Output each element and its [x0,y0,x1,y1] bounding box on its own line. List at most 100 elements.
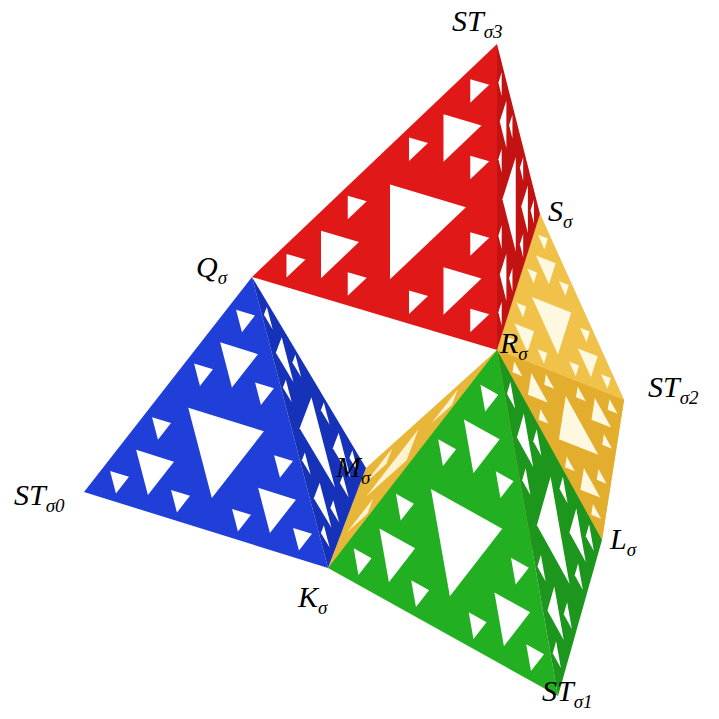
fractal-hole [264,307,273,330]
fractal-hole [498,149,501,173]
fractal-hole [536,255,556,284]
fractal-hole [538,235,548,249]
fractal-hole [531,200,534,224]
fractal-hole [516,303,526,317]
fractal-hole [444,114,482,161]
fractal-hole [580,328,590,342]
fractal-hole [409,137,428,161]
vertex-label: STσ3 [452,6,503,41]
fractal-hole [498,302,501,326]
vertex-label: Lσ [610,524,636,559]
fractal-hole [321,525,330,548]
fractal-hole [526,644,544,671]
fractal-hole [438,439,456,466]
fractal-hole [527,269,537,283]
fractal-hole [498,72,501,96]
fractal-hole [283,380,292,403]
fractal-hole [194,363,213,386]
fractal-hole [110,471,129,494]
fractal-hole [511,558,529,585]
fractal-hole [500,253,507,300]
fractal-hole [321,403,330,426]
fractal-hole [578,348,598,377]
fractal-hole [494,593,530,647]
fractal-hole [564,602,572,629]
fractal-hole [539,409,549,424]
vertex-label: Qσ [196,252,227,287]
fractal-hole [348,196,367,220]
tetra-face [252,44,497,350]
fractal-hole [274,455,293,478]
fractal-hole [569,362,579,376]
fractal-hole [276,337,294,382]
fractal-hole [354,548,372,575]
fractal-hole [537,477,570,584]
fractal-hole [431,489,502,596]
fractal-hole [396,494,414,521]
fractal-hole [379,529,415,583]
fractal-hole [591,398,611,427]
fractal-hole [469,612,487,639]
fractal-hole [470,79,489,103]
fractal-hole [171,490,190,513]
vertex-label: STσ1 [542,676,593,711]
fractal-hole [321,231,359,278]
vertex-label: STσ0 [14,480,65,515]
fractal-hole [533,429,541,456]
fractal-hole [608,399,618,414]
fractal-hole [559,281,569,295]
fractal-hole [507,382,515,409]
fractal-hole [258,488,296,533]
fractal-hole [509,115,512,139]
fractal-hole [314,483,332,528]
fractal-hole [444,267,482,314]
fractal-hole [553,641,561,668]
fractal-hole [220,342,258,387]
fractal-hole [591,504,601,519]
fractal-hole [547,586,563,640]
fractal-hole [464,420,500,474]
fractal-hole [498,225,501,249]
fractal-hole [330,500,339,523]
fractal-hole [470,232,489,256]
vertex-label: Kσ [298,582,327,617]
fractal-hole [569,508,585,562]
fractal-hole [537,555,545,582]
fractal-hole [287,254,306,278]
fractal-hole [602,434,612,449]
fractal-hole [236,310,255,333]
fractal-hole [390,185,466,280]
fractal-hole [576,386,586,401]
fractal-hole [522,468,530,495]
fractal-hole [470,156,489,180]
tetra-face [497,44,540,350]
fractal-hole [255,382,274,405]
fractal-hole [544,374,554,389]
fractal-hole [528,373,548,402]
fractal-hole [575,563,583,590]
vertex-label: Rσ [500,328,528,363]
tetra-face [497,350,602,696]
fractal-hole [565,456,575,471]
fractal-hole [496,471,514,498]
fractal-hole [520,157,523,181]
fractal-hole [152,417,171,440]
fractal-hole [480,385,498,412]
fractal-hole [559,477,567,504]
fractal-hole [580,468,600,497]
fractal-hole [300,397,335,487]
fractal-hole [292,355,301,378]
vertex-label: Sσ [548,196,572,231]
fractal-hole [521,185,528,232]
fractal-hole [470,309,489,333]
fractal-hole [136,450,174,495]
tetra-face [252,277,366,568]
fractal-hole [586,524,594,551]
fractal-hole [520,234,523,258]
fractal-hole [293,528,312,551]
fractal-hole [597,469,607,484]
fractal-hole [302,453,311,476]
fractal-hole [232,509,251,532]
vertex-label: STσ2 [648,372,699,407]
